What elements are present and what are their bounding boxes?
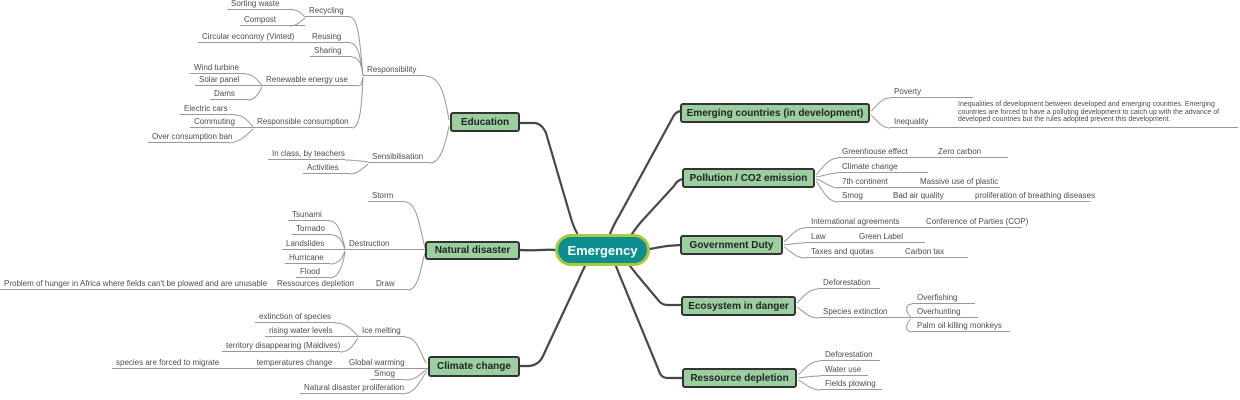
node-rd-deforestation[interactable]: Deforestation	[820, 349, 880, 361]
node-responsible-consumption[interactable]: Responsible consumption	[253, 116, 352, 128]
node-7th-continent[interactable]: 7th continent	[838, 176, 910, 188]
node-flood[interactable]: Flood	[296, 266, 330, 278]
node-poverty[interactable]: Poverty	[890, 86, 973, 98]
node-electric-cars[interactable]: Electric cars	[180, 103, 235, 115]
node-law[interactable]: Law	[805, 231, 850, 243]
node-storm[interactable]: Storm	[368, 190, 405, 202]
node-overhunting[interactable]: Overhunting	[912, 306, 978, 318]
node-over-consumption-ban[interactable]: Over consumption ban	[148, 131, 233, 143]
node-inequality[interactable]: Inequality	[890, 116, 958, 128]
node-dams[interactable]: Dams	[210, 88, 248, 100]
topic-education[interactable]: Education	[450, 112, 520, 132]
node-massive-use-of-plastic[interactable]: Massive use of plastic	[910, 176, 1000, 188]
node-landslides[interactable]: Landslides	[282, 238, 345, 250]
node-natural-disaster-proliferation[interactable]: Natural disaster proliferation	[300, 382, 404, 394]
topic-natural-disaster[interactable]: Natural disaster	[425, 241, 520, 260]
node-territory-disappearing[interactable]: territory disappearing (Maldives)	[222, 340, 340, 352]
node-pollution-climate-change[interactable]: Climate change	[838, 161, 928, 173]
node-temperatures-change[interactable]: temperatures change	[240, 357, 345, 369]
node-breathing-diseases[interactable]: proliferation of breathing diseases	[963, 190, 1095, 202]
node-sorting-waste[interactable]: Sorting waste	[227, 0, 293, 10]
node-draw[interactable]: Draw	[372, 278, 408, 290]
node-ressources-depletion[interactable]: Ressources depletion	[255, 278, 372, 290]
node-activities[interactable]: Activities	[303, 162, 350, 174]
node-carbon-tax[interactable]: Carbon tax	[896, 246, 968, 258]
node-cc-smog[interactable]: Smog	[370, 368, 405, 380]
node-water-use[interactable]: Water use	[820, 364, 868, 376]
node-sharing[interactable]: Sharing	[310, 45, 352, 57]
node-hurricane[interactable]: Hurricane	[285, 252, 330, 264]
topic-ressource-depletion[interactable]: Ressource depletion	[682, 368, 797, 388]
node-zero-carbon[interactable]: Zero carbon	[930, 146, 1008, 158]
node-circular-economy[interactable]: Circular economy (Vinted)	[198, 31, 308, 43]
node-bad-air-quality[interactable]: Bad air quality	[885, 190, 963, 202]
node-hunger-problem[interactable]: Problem of hunger in Africa where fields…	[0, 278, 267, 290]
node-solar-panel[interactable]: Solar panel	[195, 74, 262, 86]
node-palm-oil[interactable]: Palm oil killing monkeys	[912, 320, 1010, 332]
node-fields-plowing[interactable]: Fields plowing	[820, 378, 882, 390]
topic-emerging-countries[interactable]: Emerging countries (in development)	[680, 103, 870, 123]
topic-pollution[interactable]: Pollution / CO2 emission	[682, 168, 815, 188]
node-commuting[interactable]: Commuting	[190, 116, 253, 128]
node-pollution-smog[interactable]: Smog	[838, 190, 885, 202]
center-topic-emergency[interactable]: Emergency	[555, 234, 650, 266]
node-compost[interactable]: Compost	[240, 14, 305, 26]
node-extinction-of-species[interactable]: extinction of species	[255, 311, 335, 323]
topic-ecosystem-in-danger[interactable]: Ecosystem in danger	[681, 296, 796, 316]
node-inequality-note[interactable]: Inequalities of development between deve…	[958, 101, 1238, 128]
node-global-warming[interactable]: Global warming	[345, 357, 428, 369]
node-cop[interactable]: Conference of Parties (COP)	[920, 216, 1028, 228]
node-tsunami[interactable]: Tsunami	[288, 209, 330, 221]
node-rising-water-levels[interactable]: rising water levels	[265, 325, 358, 337]
node-international-agreements[interactable]: International agreements	[805, 216, 920, 228]
node-species-migrate[interactable]: species are forced to migrate	[112, 357, 240, 369]
topic-government-duty[interactable]: Government Duty	[680, 235, 783, 255]
node-tornado[interactable]: Tornado	[292, 223, 332, 235]
node-ice-melting[interactable]: Ice melting	[358, 325, 405, 337]
node-responsibility[interactable]: Responsibility	[363, 64, 425, 76]
topic-climate-change[interactable]: Climate change	[428, 356, 520, 377]
node-destruction[interactable]: Destruction	[345, 238, 425, 250]
node-in-class-by-teachers[interactable]: In class, by teachers	[268, 148, 345, 160]
node-green-label[interactable]: Green Label	[850, 231, 925, 243]
node-species-extinction[interactable]: Species extinction	[818, 306, 912, 318]
node-recycling[interactable]: Recycling	[305, 5, 350, 17]
node-greenhouse-effect[interactable]: Greenhouse effect	[838, 146, 930, 158]
node-eco-deforestation[interactable]: Deforestation	[818, 277, 880, 289]
node-renewable-energy-use[interactable]: Renewable energy use	[262, 74, 358, 86]
node-sensibilisation[interactable]: Sensibilisation	[368, 151, 430, 163]
node-reusing[interactable]: Reusing	[308, 31, 350, 43]
node-overfishing[interactable]: Overfishing	[912, 292, 975, 304]
node-wind-turbine[interactable]: Wind turbine	[190, 62, 245, 74]
node-taxes-and-quotas[interactable]: Taxes and quotas	[805, 246, 896, 258]
